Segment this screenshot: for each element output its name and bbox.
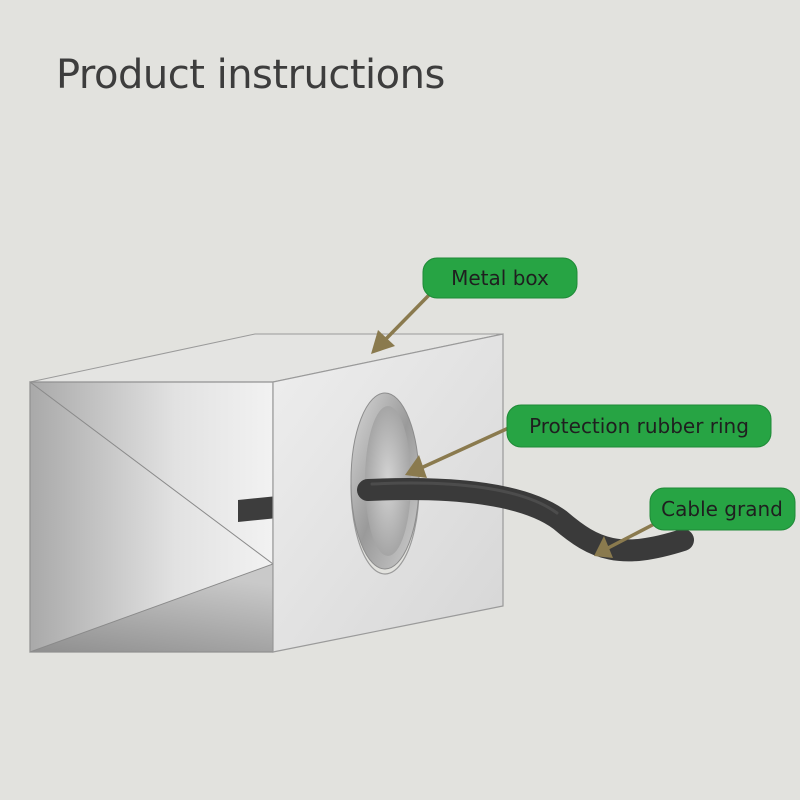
- box-opening-back: [30, 382, 273, 652]
- metal-box-arrowhead: [371, 330, 395, 354]
- rubber-ring-arrowhead: [405, 455, 427, 478]
- box-opening: [29, 381, 275, 653]
- label-metal-box: Metal box: [422, 257, 578, 299]
- label-cable: Cable grand: [649, 487, 796, 531]
- cable-arrow-line: [607, 519, 661, 550]
- cable-highlight: [370, 481, 559, 515]
- metal-box-arrow-line: [381, 290, 434, 344]
- label-cable-text: Cable grand: [661, 497, 783, 521]
- label-rubber-ring: Protection rubber ring: [506, 404, 772, 448]
- label-metal-box-text: Metal box: [451, 266, 549, 290]
- cable: [357, 478, 694, 562]
- page-title: Product instructions: [56, 52, 445, 98]
- callout-arrows: [371, 290, 661, 558]
- cable-arrowhead: [594, 536, 613, 558]
- label-rubber-ring-text: Protection rubber ring: [529, 414, 749, 438]
- rubber-ring-arrow-line: [420, 424, 514, 470]
